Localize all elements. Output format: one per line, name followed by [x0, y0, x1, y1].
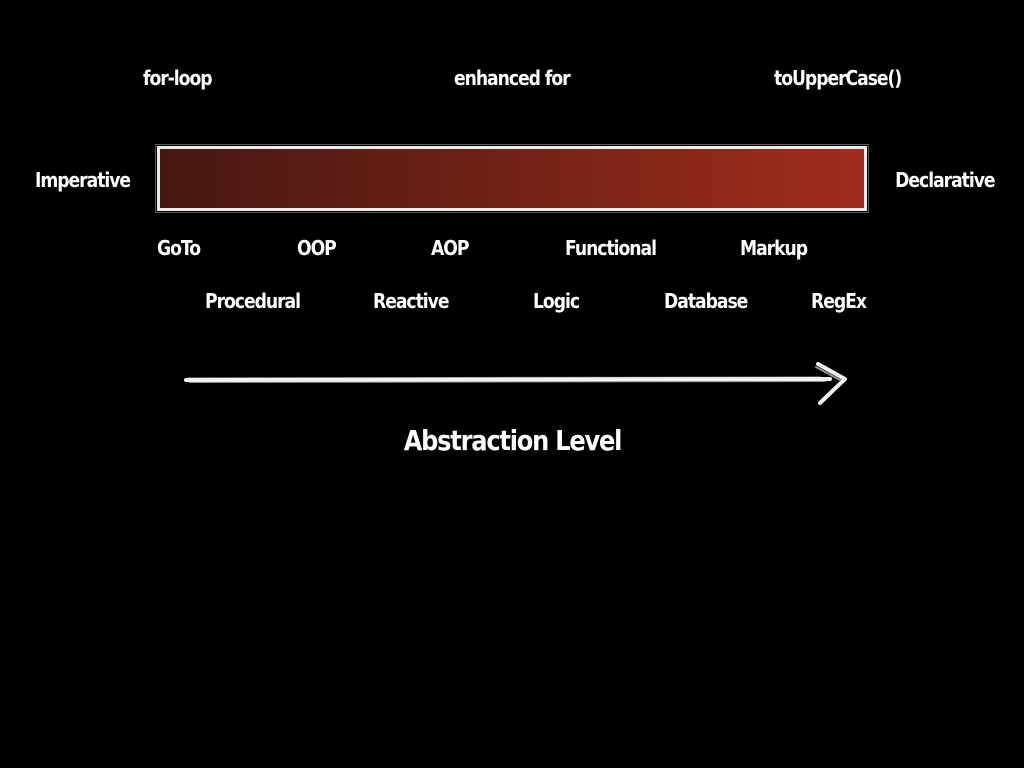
paradigm-logic: Logic — [533, 289, 580, 313]
arrow-right-icon — [184, 362, 847, 405]
paradigm-database: Database — [664, 289, 748, 313]
paradigm-procedural: Procedural — [205, 289, 301, 313]
example-touppercase: toUpperCase() — [774, 66, 902, 90]
abstraction-level-title: Abstraction Level — [0, 424, 1024, 458]
abstraction-level-text: Abstraction Level — [403, 424, 622, 457]
paradigm-oop: OOP — [297, 236, 337, 260]
paradigm-markup: Markup — [740, 236, 808, 260]
example-for-loop: for-loop — [143, 66, 213, 90]
paradigm-reactive: Reactive — [373, 289, 449, 313]
paradigm-functional: Functional — [565, 236, 657, 260]
spectrum-gradient-bar — [155, 144, 869, 213]
example-enhanced-for: enhanced for — [454, 66, 571, 90]
declarative-label: Declarative — [895, 168, 996, 192]
paradigm-aop: AOP — [431, 236, 469, 260]
paradigm-regex: RegEx — [811, 289, 867, 313]
imperative-label: Imperative — [35, 168, 131, 192]
paradigm-goto: GoTo — [157, 236, 201, 260]
